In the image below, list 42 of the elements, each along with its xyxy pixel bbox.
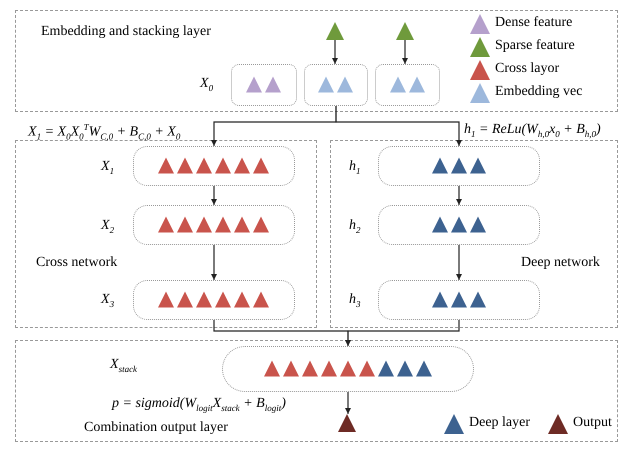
layer-label: h$_{3}$: [349, 292, 360, 309]
legend-label: Sparse feature: [495, 38, 575, 54]
layer-label: h$_{2}$: [349, 218, 360, 235]
layer-label: X$_{2}$: [101, 218, 114, 235]
legend-label: Dense feature: [495, 15, 572, 31]
layer-panel: [330, 140, 618, 328]
arrow: [335, 106, 462, 146]
vector-group: [378, 146, 540, 186]
arrow: [402, 40, 408, 64]
formula: X$_{stack}$: [110, 357, 138, 374]
panel-title: Deep network: [521, 255, 600, 271]
legend-label: Cross layor: [495, 61, 560, 77]
arrow: [456, 245, 462, 280]
layer-panel: [15, 340, 618, 442]
arrow: [345, 392, 351, 414]
vector-group: [304, 64, 368, 106]
vector-group: [132, 204, 294, 244]
arrow: [211, 186, 217, 205]
vector-group: [378, 204, 540, 244]
legend-label: Output: [573, 415, 612, 431]
legend-label: Embedding vec: [495, 84, 582, 100]
layer-panel: [15, 140, 317, 328]
arrow: [345, 320, 460, 346]
formula: h$_{1}$ = ReLu(W$_{h,0}$x$_{0}$ + B$_{h,0}$): [464, 122, 601, 139]
formula: p = sigmoid(W$_{logit}$X$_{stack}$ + B$_{logit}$): [112, 396, 286, 413]
layer-label: h$_{1}$: [349, 159, 360, 176]
layer-label: X$_{3}$: [101, 292, 114, 309]
vector-group: [378, 280, 540, 320]
vector-group: [374, 64, 440, 106]
vector-group: [222, 346, 474, 392]
vector-group: [132, 146, 294, 186]
formula: X$_{0}$: [200, 76, 214, 93]
arrow: [456, 186, 462, 205]
vector-group: [132, 280, 294, 320]
arrow: [211, 245, 217, 280]
legend-label: Deep layer: [469, 415, 530, 431]
formula: X$_{1}$ = X$_{0}$X$_{0}$$^{T}$W$_{C,0}$ + B$_{C,0}$ + X$_{0}$: [28, 122, 180, 142]
arrow: [332, 40, 338, 64]
layer-label: X$_{1}$: [101, 159, 114, 176]
panel-title: Embedding and stacking layer: [41, 24, 211, 40]
panel-title: Combination output layer: [84, 420, 228, 436]
vector-group: [230, 64, 296, 106]
